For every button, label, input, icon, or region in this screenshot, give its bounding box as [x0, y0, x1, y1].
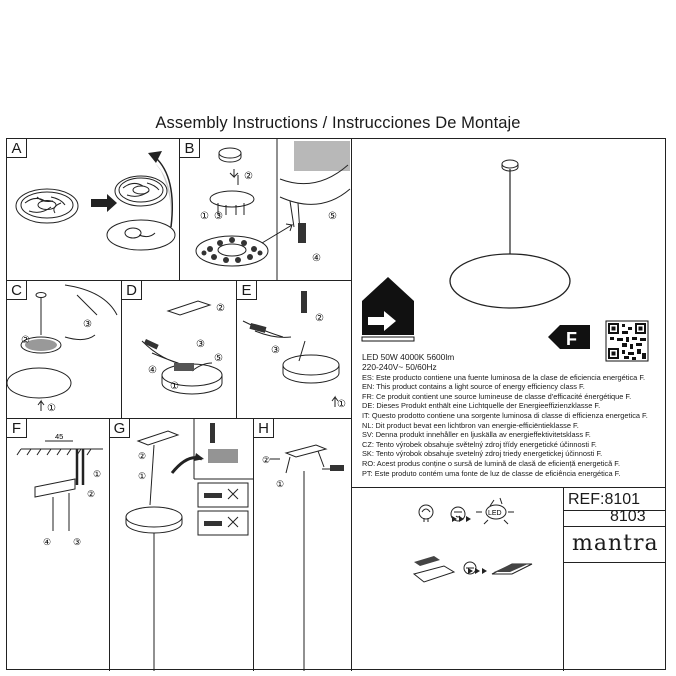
step-4-b: ④ [312, 253, 321, 264]
step-2-b: ② [244, 171, 253, 182]
energy-class: F [566, 329, 577, 349]
step-1-c: ① [47, 403, 56, 414]
panel-label-a: A [7, 139, 27, 158]
ref-code-alt: 8103 [610, 508, 646, 525]
step-1-e: ① [337, 399, 346, 410]
panel-g: G ② ① [110, 419, 254, 671]
panel-e: E ② ③ ① [237, 281, 352, 419]
step-2-d: ② [216, 303, 225, 314]
panel-a-drawing [15, 151, 176, 251]
panel-h: H ② ① [254, 419, 352, 671]
energy-notice: PT: Este produto contém uma fonte de luz… [362, 468, 621, 478]
step-1-g: ① [138, 471, 146, 481]
panel-label-b: B [180, 139, 200, 158]
energy-notice: DE: Dieses Produkt enthält eine Lichtque… [362, 401, 601, 411]
energy-notice: SK: Tento výrobok obsahuje svetelný zdro… [362, 449, 603, 459]
panel-a: A [7, 139, 180, 281]
panel-label-d: D [122, 281, 142, 300]
brand-logo: mantra [572, 531, 659, 556]
panel-c: C ② ③ ① [7, 281, 122, 419]
product-panel: F LED 50W 4000K 5600lm 220-240V~ 50/60Hz… [352, 139, 665, 488]
led-icons: LED [412, 497, 533, 583]
panel-b: B ② [180, 139, 352, 281]
panel-label-f: F [7, 419, 27, 438]
instruction-sheet: A B [6, 138, 666, 671]
step-2-f: ② [87, 489, 95, 499]
step-5-b: ⑤ [328, 211, 337, 222]
energy-notice: NL: Dit product bevat een lichtbron van … [362, 420, 579, 430]
energy-notice: SV: Denna produkt innehåller en ljuskäll… [362, 430, 591, 440]
panel-label-g: G [110, 419, 130, 438]
spec-power: LED 50W 4000K 5600lm [362, 352, 455, 362]
ref-code: REF:8101 [568, 491, 641, 508]
step-3-c: ③ [83, 319, 92, 330]
led-label: LED [488, 510, 502, 517]
qr-code-icon [605, 320, 649, 362]
step-3-f: ③ [73, 537, 81, 547]
dimension-label: 45 [55, 432, 63, 441]
panel-label-e: E [237, 281, 257, 300]
panel-d-drawing: ② ③ ⑤ ④ ① [141, 300, 225, 395]
step-1-h: ① [276, 479, 284, 489]
led-icons-panel: LED [352, 488, 564, 671]
panel-g-drawing: ② ① [125, 419, 254, 671]
product-drawing: F [361, 159, 649, 362]
energy-class-badge [548, 325, 590, 349]
panel-d: D ② ③ ⑤ ④ ① [122, 281, 237, 419]
step-2-c: ② [21, 335, 30, 346]
energy-notice: ES: Este producto contiene una fuente lu… [362, 372, 646, 382]
page-title: Assembly Instructions / Instrucciones De… [155, 114, 521, 132]
step-4-d: ④ [148, 365, 157, 376]
panel-f: F 45 ① ② ④ ③ [7, 419, 110, 671]
step-2-e: ② [315, 313, 324, 324]
panel-e-drawing: ② ③ ① [242, 291, 346, 410]
step-1-d: ① [170, 381, 179, 392]
panel-h-drawing: ② ① [262, 444, 344, 671]
panel-b-drawing: ② ① ③ ⑤ ④ [195, 139, 351, 281]
energy-notice: CZ: Tento výrobek obsahuje světelný zdro… [362, 439, 597, 449]
panel-label-c: C [7, 281, 27, 300]
ref-panel: REF:8101 8103 mantra [564, 488, 665, 671]
panel-f-drawing: 45 ① ② ④ ③ [16, 432, 103, 547]
spec-voltage: 220-240V~ 50/60Hz [362, 361, 437, 372]
step-1-b: ① [200, 211, 209, 222]
energy-notice: EN: This product contains a light source… [362, 382, 585, 392]
energy-notice: IT: Questo prodotto contiene una sorgent… [362, 410, 648, 420]
step-2-g: ② [138, 451, 146, 461]
step-3-b: ③ [214, 211, 223, 222]
product-info: LED 50W 4000K 5600lm 220-240V~ 50/60Hz E… [362, 352, 648, 478]
step-3-e: ③ [271, 345, 280, 356]
panel-c-drawing: ② ③ ① [7, 284, 118, 414]
energy-notice: FR: Ce produit contient une source lumin… [362, 391, 632, 401]
step-3-d: ③ [196, 339, 205, 350]
energy-notice: RO: Acest produs conține o sursă de lumi… [362, 458, 620, 468]
step-2-h: ② [262, 455, 270, 465]
step-4-f: ④ [43, 537, 51, 547]
step-1-f: ① [93, 469, 101, 479]
step-5-d: ⑤ [214, 353, 223, 364]
panel-label-h: H [254, 419, 274, 438]
